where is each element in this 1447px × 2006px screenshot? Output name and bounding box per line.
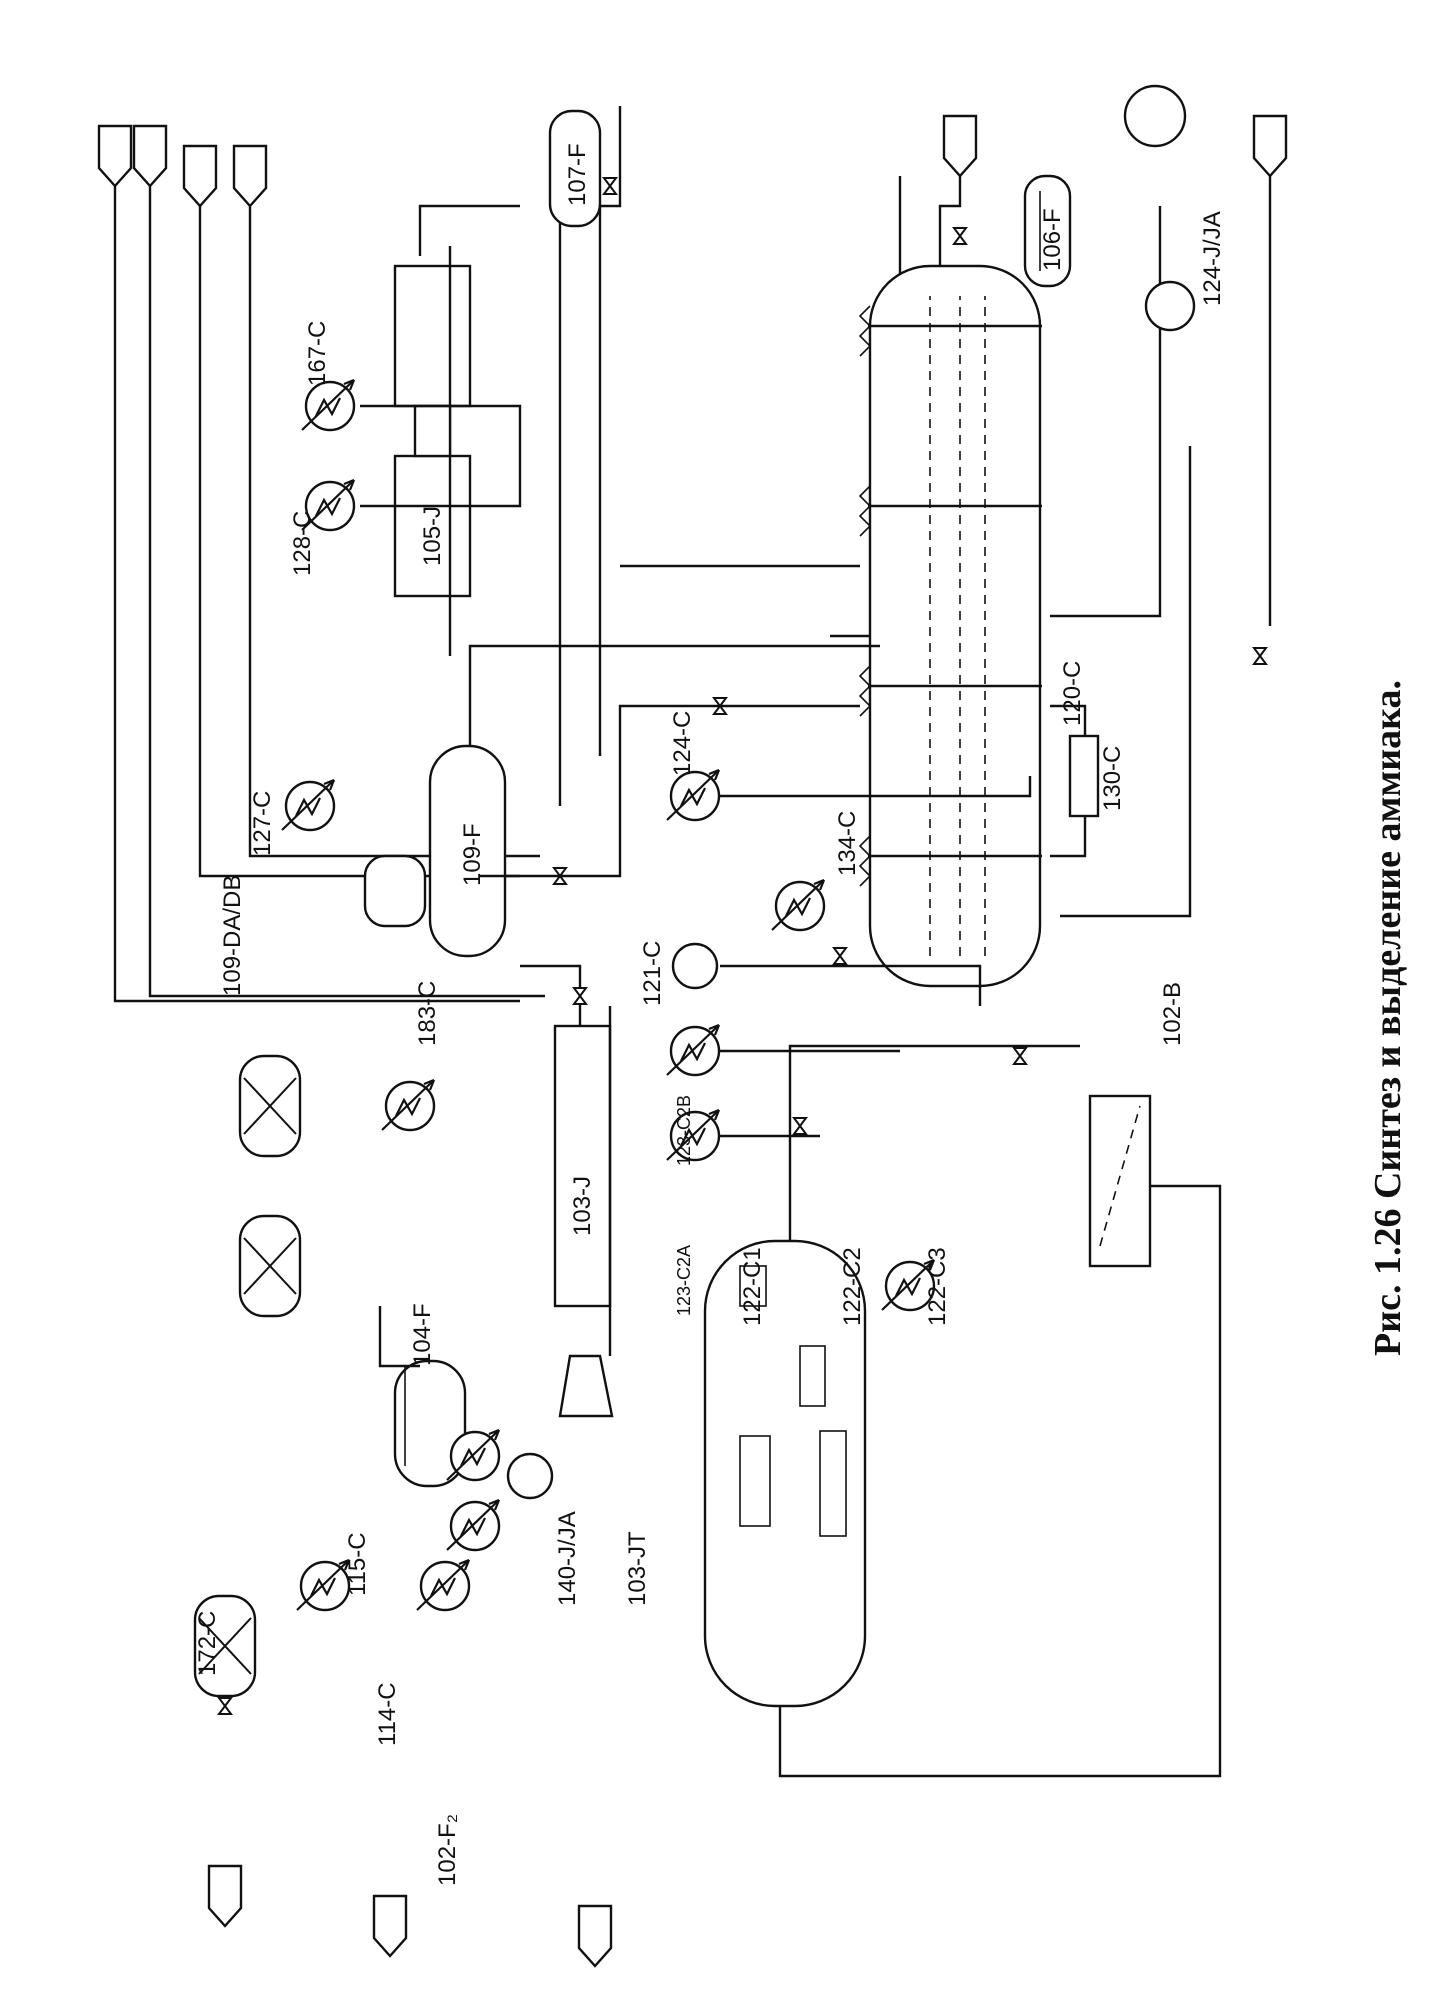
label-123-c2a: 123-C2A	[674, 1245, 694, 1316]
exchanger-172-c	[295, 1558, 351, 1612]
label-103-jt: 103-JT	[624, 1531, 651, 1606]
arrow-terminal-2	[132, 124, 168, 188]
label-172-c: 172-С	[194, 1611, 221, 1676]
arrow-terminal-top-right	[942, 114, 978, 178]
label-106-f: 106-F	[1039, 208, 1066, 271]
vessel-107-f	[548, 109, 602, 228]
vessel-104-f	[393, 1359, 467, 1488]
separator-109-f	[363, 744, 507, 958]
arrow-terminal-left-1	[207, 1864, 243, 1928]
exchanger-167-c	[300, 378, 356, 432]
label-122-c3: 122-С3	[924, 1247, 951, 1326]
dryer-109-da	[238, 1214, 302, 1318]
valve-9	[833, 947, 847, 965]
label-134-c: 134-С	[834, 811, 861, 876]
scheme: 172-С 115-С 114-С 102-F₂ 140-J/JA 103-JT…	[97, 84, 1409, 1968]
arrow-terminal-4	[232, 144, 268, 208]
figure-caption: Рис. 1.26 Синтез и выделение аммиака.	[1367, 680, 1409, 1356]
exchanger-183-c	[380, 1078, 436, 1132]
pump-124-j-ja	[1144, 280, 1196, 332]
label-124-c: 124-С	[669, 711, 696, 776]
valve-3	[603, 177, 617, 195]
exchanger-114-c	[415, 1558, 471, 1612]
arrow-terminal-1	[97, 124, 133, 188]
pump-140-j-ja	[506, 1452, 554, 1500]
converter-122-c	[703, 1239, 867, 1708]
label-114-c: 114-С	[374, 1682, 401, 1746]
exchanger-130-c	[1050, 704, 1100, 858]
exchanger-134-c	[770, 878, 826, 932]
dryer-109-db	[238, 1054, 302, 1158]
label-183-c: 183-С	[414, 981, 441, 1046]
label-167-c: 167-С	[304, 321, 331, 386]
label-130-c: 130-С	[1099, 746, 1126, 811]
label-107-f: 107-F	[564, 143, 591, 206]
valve-8	[793, 1117, 807, 1135]
arrow-terminal-right	[1252, 114, 1288, 178]
label-104-f: 104-F	[409, 1303, 436, 1366]
arrow-terminal-left-2	[372, 1894, 408, 1958]
arrow-terminal-left-3	[577, 1904, 613, 1968]
exchanger-127-c	[280, 778, 336, 832]
label-122-c1: 122-С1	[739, 1247, 766, 1326]
valve-4	[953, 227, 967, 245]
label-102-f2: 102-F₂	[434, 1814, 461, 1886]
label-123-c2b: 123-C2B	[674, 1095, 694, 1166]
valve-7	[218, 1697, 232, 1715]
label-103-j: 103-J	[569, 1176, 596, 1236]
label-128-c: 128-С	[289, 511, 316, 576]
feed-lines	[113, 106, 902, 1003]
valve-10	[1013, 1047, 1027, 1065]
exchanger-124-c	[665, 768, 721, 822]
valve-6	[573, 987, 587, 1005]
column-120-c	[858, 264, 1042, 988]
label-109-f: 109-F	[459, 823, 486, 886]
label-140-j-ja: 140-J/JA	[554, 1511, 581, 1606]
label-105-j: 105-J	[419, 506, 446, 566]
valve-5	[1253, 647, 1267, 665]
label-102-b: 102-В	[1159, 982, 1186, 1046]
label-109-da-db: 109-DA/DB	[219, 875, 246, 996]
exchanger-115-c	[445, 1498, 501, 1552]
label-120-c: 120-С	[1059, 661, 1086, 726]
equipment-labels: 172-С 115-С 114-С 102-F₂ 140-J/JA 103-JT…	[194, 143, 1226, 1886]
compressor-103-j	[553, 1006, 614, 1418]
label-127-c: 127-С	[249, 791, 276, 856]
label-121-c: 121-С	[639, 941, 666, 1006]
arrow-terminal-3	[182, 144, 218, 208]
compressor-105-j	[393, 246, 472, 656]
vessel-106-f	[1023, 174, 1072, 288]
label-115-c: 115-С	[344, 1532, 371, 1596]
vessel-102-b	[1088, 1094, 1152, 1268]
label-124-j-ja: 124-J/JA	[1199, 211, 1226, 306]
label-122-c2: 122-С2	[839, 1247, 866, 1326]
pump-124-j-ja-top	[1123, 84, 1187, 148]
exchanger-121-c	[671, 942, 719, 990]
exchanger-123-c2b	[665, 1023, 721, 1077]
